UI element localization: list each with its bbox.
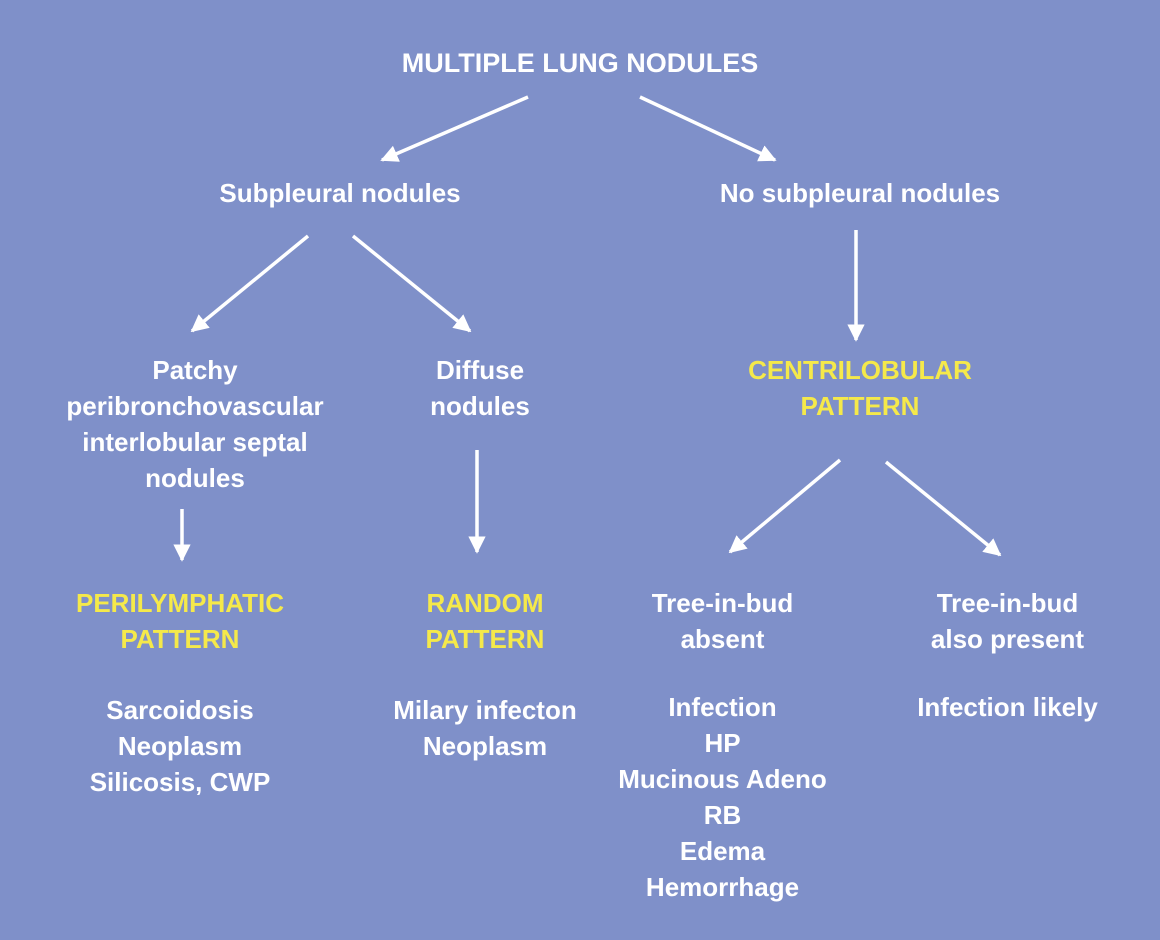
tib-present-line: also present <box>930 624 1085 654</box>
arrow-root-to-no-subpleural <box>639 95 777 162</box>
diagnosis-item: Milary infecton <box>393 695 577 725</box>
patchy-line: peribronchovascular <box>66 391 324 421</box>
perilymphatic-diagnoses: Sarcoidosis Neoplasm Silicosis, CWP <box>30 692 330 800</box>
subpleural-label: Subpleural nodules <box>219 178 461 208</box>
diagnosis-item: Silicosis, CWP <box>89 767 271 797</box>
diagnosis-item: Infection <box>668 692 777 722</box>
diffuse-line: Diffuse <box>435 355 525 385</box>
centrilobular-line: CENTRILOBULAR <box>748 355 972 385</box>
diagnosis-item: Edema <box>679 836 766 866</box>
subpleural-node: Subpleural nodules <box>170 175 510 211</box>
arrow-root-to-subpleural <box>380 95 529 162</box>
tree-in-bud-absent-node: Tree-in-bud absent <box>610 585 835 657</box>
root-label: MULTIPLE LUNG NODULES <box>401 48 759 78</box>
diagnosis-item: Hemorrhage <box>645 872 800 902</box>
tib-absent-line: absent <box>680 624 765 654</box>
random-line: RANDOM <box>426 588 544 618</box>
arrow-centrilobular-to-tib-present <box>884 460 1002 557</box>
diagnosis-item: Sarcoidosis <box>106 695 254 725</box>
diagnosis-item: Neoplasm <box>422 731 548 761</box>
patchy-line: nodules <box>145 463 245 493</box>
arrow-centrilobular-to-tib-absent <box>728 458 842 554</box>
root-node: MULTIPLE LUNG NODULES <box>330 45 830 81</box>
centrilobular-line: PATTERN <box>800 391 920 421</box>
centrilobular-pattern-node: CENTRILOBULAR PATTERN <box>700 352 1020 424</box>
tib-absent-line: Tree-in-bud <box>651 588 794 618</box>
tib-absent-diagnoses: Infection HP Mucinous Adeno RB Edema Hem… <box>590 689 855 905</box>
random-diagnoses: Milary infecton Neoplasm <box>360 692 610 764</box>
diagnosis-item: Mucinous Adeno <box>618 764 827 794</box>
diagnosis-item: HP <box>704 728 741 758</box>
diagnosis-item: Infection likely <box>917 692 1098 722</box>
arrow-subpleural-to-patchy <box>190 234 310 333</box>
tree-in-bud-present-node: Tree-in-bud also present <box>895 585 1120 657</box>
perilymphatic-line: PATTERN <box>120 624 240 654</box>
no-subpleural-node: No subpleural nodules <box>670 175 1050 211</box>
patchy-line: Patchy <box>152 355 238 385</box>
patchy-line: interlobular septal <box>82 427 308 457</box>
perilymphatic-pattern-node: PERILYMPHATIC PATTERN <box>30 585 330 657</box>
diffuse-node: Diffuse nodules <box>380 352 580 424</box>
perilymphatic-line: PERILYMPHATIC <box>75 588 285 618</box>
tib-present-diagnoses: Infection likely <box>885 689 1130 725</box>
random-pattern-node: RANDOM PATTERN <box>380 585 590 657</box>
random-line: PATTERN <box>425 624 545 654</box>
patchy-node: Patchy peribronchovascular interlobular … <box>20 352 370 496</box>
diffuse-line: nodules <box>430 391 530 421</box>
diagnosis-item: Neoplasm <box>117 731 243 761</box>
no-subpleural-label: No subpleural nodules <box>719 178 1001 208</box>
arrow-subpleural-to-diffuse <box>351 234 472 333</box>
tib-present-line: Tree-in-bud <box>936 588 1079 618</box>
diagnosis-item: RB <box>703 800 742 830</box>
